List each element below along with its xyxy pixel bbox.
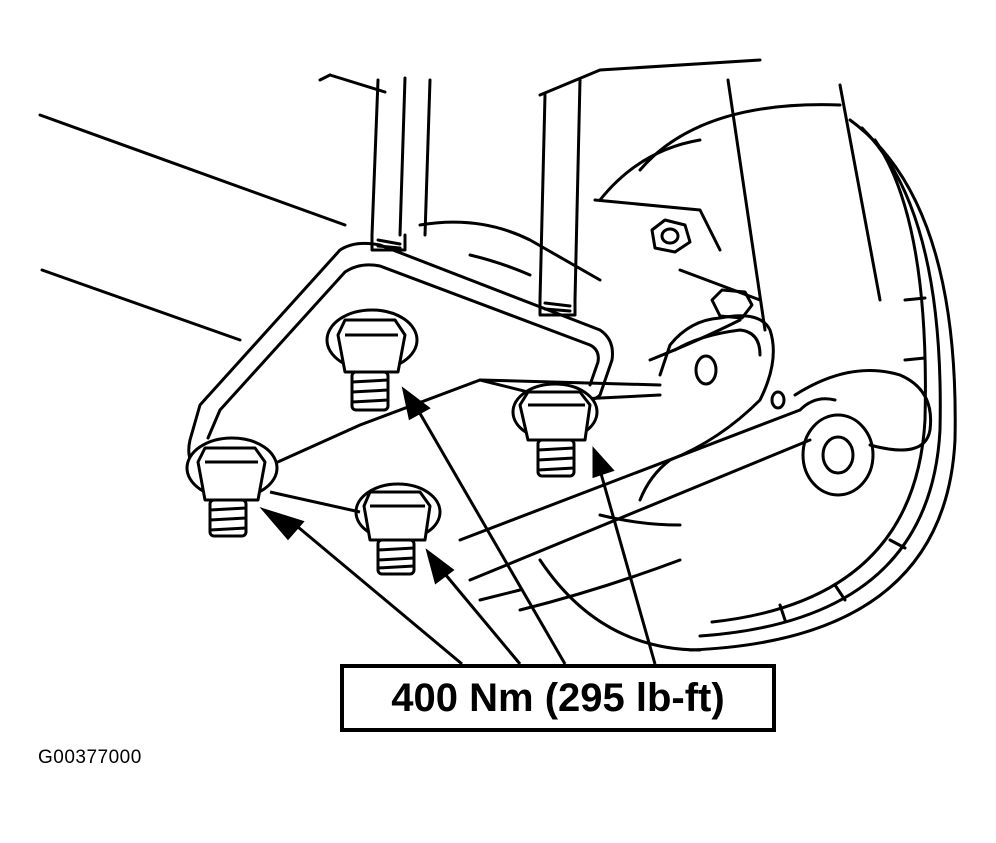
frame-lines: [38, 58, 762, 342]
plate-bolts: [185, 308, 599, 576]
bolt-bottom: [354, 482, 442, 576]
shock-absorber: [726, 78, 933, 497]
bolt-top: [325, 308, 419, 412]
callout-leaders: [259, 386, 657, 666]
wheel-drum: [538, 103, 957, 652]
torque-callout-box: 400 Nm (295 lb-ft): [340, 664, 776, 732]
figure-identifier: G00377000: [38, 747, 142, 768]
spring-plate: [187, 241, 662, 472]
bolt-right: [511, 382, 599, 478]
upper-nuts: [650, 218, 754, 320]
spring-bracket: [638, 314, 786, 502]
axle-housing: [418, 198, 812, 612]
torque-specification-label: 400 Nm (295 lb-ft): [391, 675, 725, 720]
u-bolts: [370, 76, 582, 317]
bolt-left: [185, 436, 279, 538]
